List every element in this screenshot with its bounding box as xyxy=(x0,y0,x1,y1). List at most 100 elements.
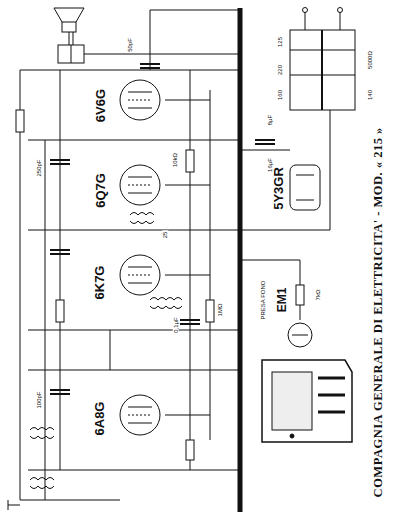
component-value: 10kΩ xyxy=(172,152,178,168)
antenna-input xyxy=(8,500,20,510)
wire-stroke xyxy=(130,213,154,216)
wire-stroke xyxy=(296,175,314,176)
component-value: 8μF xyxy=(267,114,273,126)
wire-stroke xyxy=(50,163,70,165)
component-value: 1MΩ xyxy=(217,303,223,318)
wire-stroke xyxy=(165,100,210,101)
radio-cabinet-illustration xyxy=(262,360,352,442)
wire-stroke xyxy=(330,110,331,230)
wire-stroke xyxy=(128,193,152,194)
wiring xyxy=(20,10,330,500)
wire-stroke xyxy=(50,253,70,255)
power-transformer xyxy=(290,8,355,111)
wire-stroke xyxy=(255,143,275,145)
component-value: 5000Ω xyxy=(367,50,373,70)
wire-stroke xyxy=(56,300,64,322)
wire-stroke xyxy=(240,260,300,261)
wire-stroke xyxy=(240,230,330,231)
wire-stroke xyxy=(120,255,160,295)
wire-stroke xyxy=(128,423,152,424)
wire-stroke xyxy=(240,150,290,151)
wire-stroke xyxy=(288,323,312,347)
wire-stroke xyxy=(120,165,160,205)
wire-stroke xyxy=(84,54,240,55)
wire-stroke xyxy=(318,377,345,380)
wire-stroke xyxy=(30,478,54,481)
wire-stroke xyxy=(272,372,312,430)
wire-stroke xyxy=(73,32,74,45)
wire-stroke xyxy=(69,32,70,45)
component-value: 220 xyxy=(277,64,283,76)
wire-stroke xyxy=(130,221,154,224)
wire-stroke xyxy=(128,415,152,416)
wire-stroke xyxy=(71,45,72,63)
component-value: 25 xyxy=(162,231,168,240)
component-value: 16μF xyxy=(267,157,273,173)
wire-stroke xyxy=(50,393,70,395)
wire-stroke xyxy=(338,8,343,13)
wire-stroke xyxy=(303,8,308,13)
wire-stroke xyxy=(186,150,194,172)
wire-stroke xyxy=(20,500,120,501)
wire-stroke xyxy=(180,319,200,321)
wire-stroke xyxy=(321,30,323,110)
wire-stroke xyxy=(150,298,182,301)
wire-stroke xyxy=(45,140,46,500)
tube-type-label: 6A8G xyxy=(93,400,106,436)
tube-type-label: 6V6G xyxy=(94,87,107,122)
wire-stroke xyxy=(128,283,152,284)
wire-stroke xyxy=(290,75,355,76)
tube-type-label: EM1 xyxy=(276,287,288,314)
wire-stroke xyxy=(30,428,54,431)
wire-stroke xyxy=(120,395,160,435)
wire-stroke xyxy=(255,139,275,141)
coil-symbols xyxy=(30,213,182,489)
wire-stroke xyxy=(210,90,211,440)
wire-stroke xyxy=(150,10,151,70)
wire-stroke xyxy=(186,440,194,460)
tube-symbols xyxy=(120,80,320,435)
wire-stroke xyxy=(165,275,210,276)
wire-stroke xyxy=(128,185,152,186)
tube-type-label: 6Q7G xyxy=(93,172,106,209)
wire-stroke xyxy=(50,249,70,251)
wire-stroke xyxy=(290,50,355,51)
wire-stroke xyxy=(290,434,294,438)
tube-type-label: 6K7G xyxy=(93,264,106,300)
wire-stroke xyxy=(50,159,70,161)
wire-stroke xyxy=(58,45,84,63)
wire-stroke xyxy=(292,335,308,336)
wire-stroke xyxy=(296,200,314,201)
wire-stroke xyxy=(190,70,191,470)
wire-stroke xyxy=(128,275,152,276)
wire-stroke xyxy=(165,185,210,186)
wire-stroke xyxy=(30,486,54,489)
component-value: 7kΩ xyxy=(315,289,321,302)
wire-stroke xyxy=(62,22,76,32)
resistor-symbols xyxy=(16,110,304,460)
component-value: 250pF xyxy=(35,158,41,177)
wire-stroke xyxy=(340,12,341,30)
component-value: 50pF xyxy=(127,37,133,53)
wire-stroke xyxy=(290,30,355,110)
wire-stroke xyxy=(128,100,152,101)
wire-stroke xyxy=(50,389,70,391)
component-value: 125 xyxy=(277,36,283,48)
wire-stroke xyxy=(206,300,214,322)
wire-stroke xyxy=(30,436,54,439)
wire-stroke xyxy=(262,360,352,442)
wire-stroke xyxy=(150,10,240,11)
wire-stroke xyxy=(60,70,61,470)
wire-stroke xyxy=(110,330,111,370)
component-value: 100pF xyxy=(35,390,41,409)
component-value: 160 xyxy=(277,89,283,101)
wire-stroke xyxy=(128,108,152,109)
wire-stroke xyxy=(120,80,160,120)
wire-stroke xyxy=(128,407,152,408)
wire-stroke xyxy=(318,411,345,414)
capacitor-symbols xyxy=(50,64,275,394)
tube-type-label: 5Y3GR xyxy=(271,166,284,211)
wire-stroke xyxy=(150,306,182,309)
title-text: COMPAGNIA GENERALE DI ELETTRICITA' - MOD… xyxy=(372,126,385,498)
